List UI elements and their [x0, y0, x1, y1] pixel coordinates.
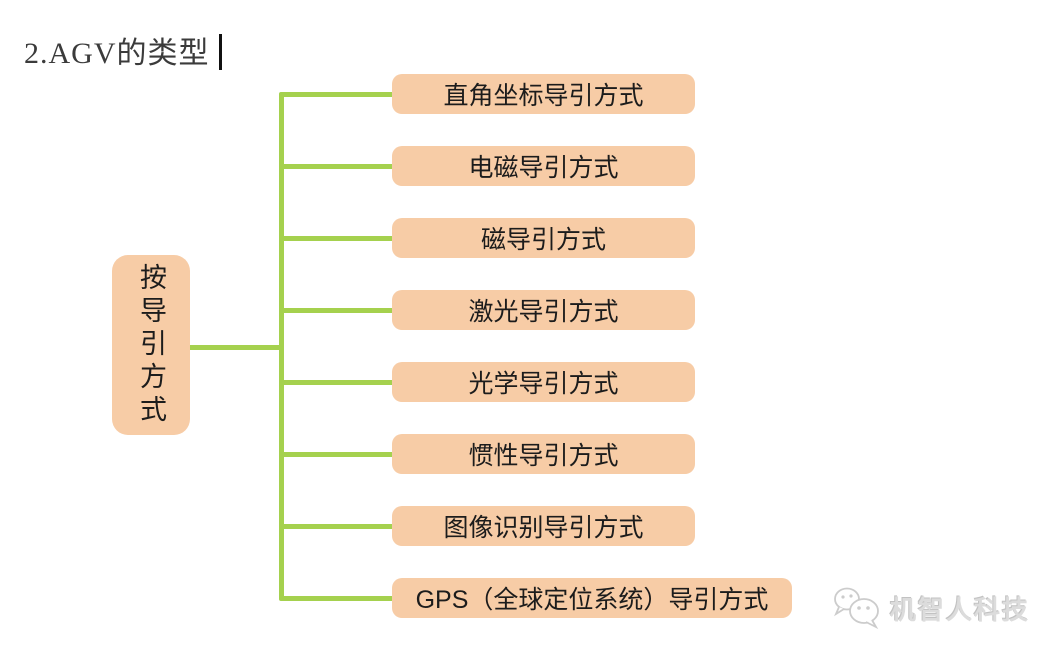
branch-node-label: GPS（全球定位系统）导引方式 — [415, 586, 769, 614]
branch-node-8[interactable]: GPS（全球定位系统）导引方式 — [392, 578, 792, 618]
connector-branch-line-8 — [281, 596, 393, 601]
connector-trunk-line — [279, 92, 284, 601]
connector-branch-line-4 — [281, 308, 393, 313]
branch-node-label: 激光导引方式 — [468, 298, 619, 326]
connector-branch-line-2 — [281, 164, 393, 169]
connector-branch-line-3 — [281, 236, 393, 241]
connector-branch-line-1 — [281, 92, 393, 97]
branch-node-label: 电磁导引方式 — [468, 154, 619, 182]
wechat-logo-icon — [834, 587, 879, 630]
branch-node-4[interactable]: 激光导引方式 — [392, 290, 695, 330]
branch-node-2[interactable]: 电磁导引方式 — [392, 146, 695, 186]
branch-node-label: 图像识别导引方式 — [443, 514, 644, 542]
branch-node-7[interactable]: 图像识别导引方式 — [392, 506, 695, 546]
watermark-text: 机智人科技 — [890, 594, 1031, 625]
branch-node-label: 直角坐标导引方式 — [443, 82, 644, 110]
branch-node-3[interactable]: 磁导引方式 — [392, 218, 695, 258]
connector-root-line — [188, 345, 281, 350]
branch-node-label: 光学导引方式 — [468, 370, 619, 398]
branch-node-5[interactable]: 光学导引方式 — [392, 362, 695, 402]
connector-branch-line-5 — [281, 380, 393, 385]
connector-branch-line-6 — [281, 452, 393, 457]
branch-node-label: 惯性导引方式 — [468, 442, 619, 470]
branch-node-label: 磁导引方式 — [480, 226, 606, 254]
branch-node-1[interactable]: 直角坐标导引方式 — [392, 74, 695, 114]
page-title-text: 2.AGV的类型 — [24, 37, 210, 70]
text-cursor — [218, 34, 222, 70]
root-node-label: 按导引方式 — [136, 262, 166, 428]
watermark: 机智人科技 — [832, 584, 1030, 632]
connector-branch-line-7 — [281, 524, 393, 529]
root-node[interactable]: 按导引方式 — [112, 255, 190, 435]
branch-node-6[interactable]: 惯性导引方式 — [392, 434, 695, 474]
page-title: 2.AGV的类型 — [24, 28, 222, 72]
